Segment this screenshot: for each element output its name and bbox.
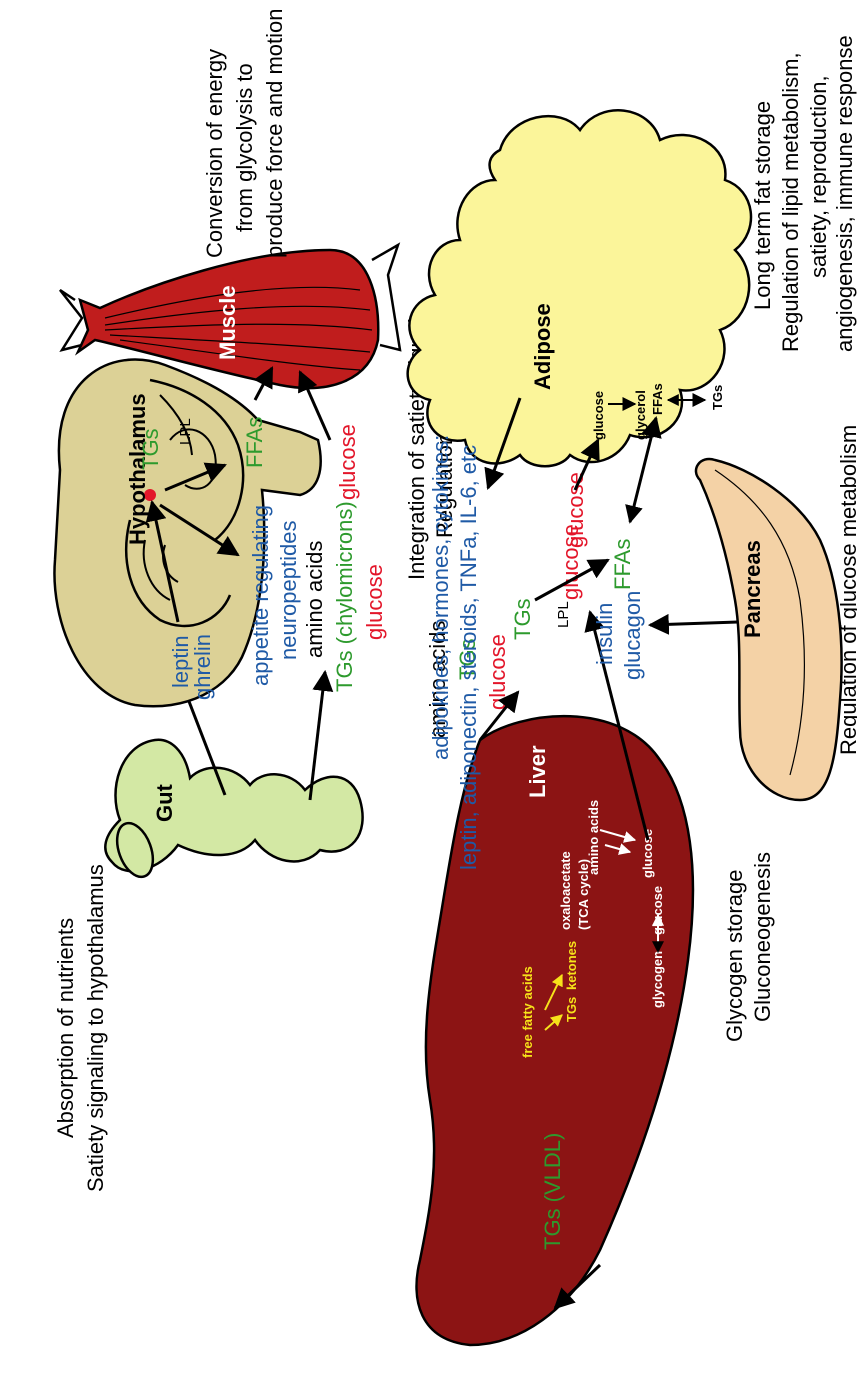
muscle-glucose-label: glucose xyxy=(335,424,360,500)
adipose-function-3: satiety, reproduction, xyxy=(806,75,831,278)
gut-label: Gut xyxy=(152,783,177,822)
adipose-out-2: leptin, adiponectin, steroids, TNFa, IL-… xyxy=(456,445,481,870)
liver-ketones-inner: ketones xyxy=(564,941,579,990)
adipose-in-ffas: FFAs xyxy=(610,539,635,590)
muscle-tgs-label: TGs xyxy=(138,428,163,470)
gut-glucose-label: glucose xyxy=(362,564,387,640)
muscle-label: Muscle xyxy=(215,285,240,360)
gut-organ: Gut xyxy=(105,740,362,882)
liver-oxaloacetate-label: oxaloacetate xyxy=(558,851,573,930)
adipose-inner-tgs: TGs xyxy=(710,385,725,410)
pancreas-glucagon: glucagon xyxy=(620,591,645,680)
liver-label: Liver xyxy=(525,745,550,798)
hypothalamus-neuropeptides-1: appetite regulating xyxy=(248,505,273,686)
adipose-in-lpl: LPL xyxy=(555,601,572,628)
adipose-out-1: adipokines, hormones, cytokines: xyxy=(428,435,453,760)
muscle-lpl-label: LPL xyxy=(177,418,194,445)
gut-function-1: Absorption of nutrients xyxy=(53,918,78,1138)
adipose-in-tgs: TGs xyxy=(510,598,535,640)
adipose-in-glucose: glucose xyxy=(563,472,588,548)
hypothalamus-ghrelin-label: ghrelin xyxy=(190,634,215,700)
gut-tgs-label: TGs (chylomicrons) xyxy=(332,501,357,692)
muscle-ffas-label: FFAs xyxy=(242,417,267,468)
liver-tgs-inner: TGs xyxy=(564,997,579,1022)
adipose-inner-glycerol: glycerol xyxy=(633,390,648,440)
muscle-function-2: from glycolysis to xyxy=(232,63,257,232)
liver-ffa-label: free fatty acids xyxy=(520,966,535,1058)
liver-function-2: Gluconeogenesis xyxy=(750,852,775,1022)
hypothalamus-neuropeptides-2: neuropeptides xyxy=(276,521,301,660)
liver-function-1: Glycogen storage xyxy=(722,870,747,1042)
liver-amino-inner: amino acids xyxy=(586,800,601,875)
gut-amino-label: amino acids xyxy=(302,541,327,658)
pancreas-function: Regulation of glucose metabolism xyxy=(836,425,857,755)
pancreas-insulin: insulin xyxy=(592,603,617,665)
adipose-function-4: angiogenesis, immune response xyxy=(832,35,857,352)
liver-in-glucose: glucose xyxy=(485,634,510,710)
gut-function-2: Satiety signaling to hypothalamus xyxy=(83,864,108,1192)
adipose-organ: Adipose glucose glycerol FFAs TGs xyxy=(408,110,751,466)
adipose-function-1: Long term fat storage xyxy=(750,101,775,310)
liver-out-vldl: TGs (VLDL) xyxy=(540,1133,565,1250)
adipose-label: Adipose xyxy=(530,303,555,390)
pancreas-organ: Pancreas xyxy=(696,459,842,800)
adipose-inner-ffas: FFAs xyxy=(650,383,665,415)
liver-glycogen-label: glycogen xyxy=(650,951,665,1008)
adipose-function-2: Regulation of lipid metabolism, xyxy=(778,52,803,352)
muscle-function-3: produce force and motion xyxy=(262,9,287,259)
adipose-inner-glucose: glucose xyxy=(591,391,606,440)
pancreas-label: Pancreas xyxy=(740,540,765,638)
muscle-function-1: Conversion of energy xyxy=(202,49,227,258)
arrow-pancreas-hormones xyxy=(650,622,738,625)
